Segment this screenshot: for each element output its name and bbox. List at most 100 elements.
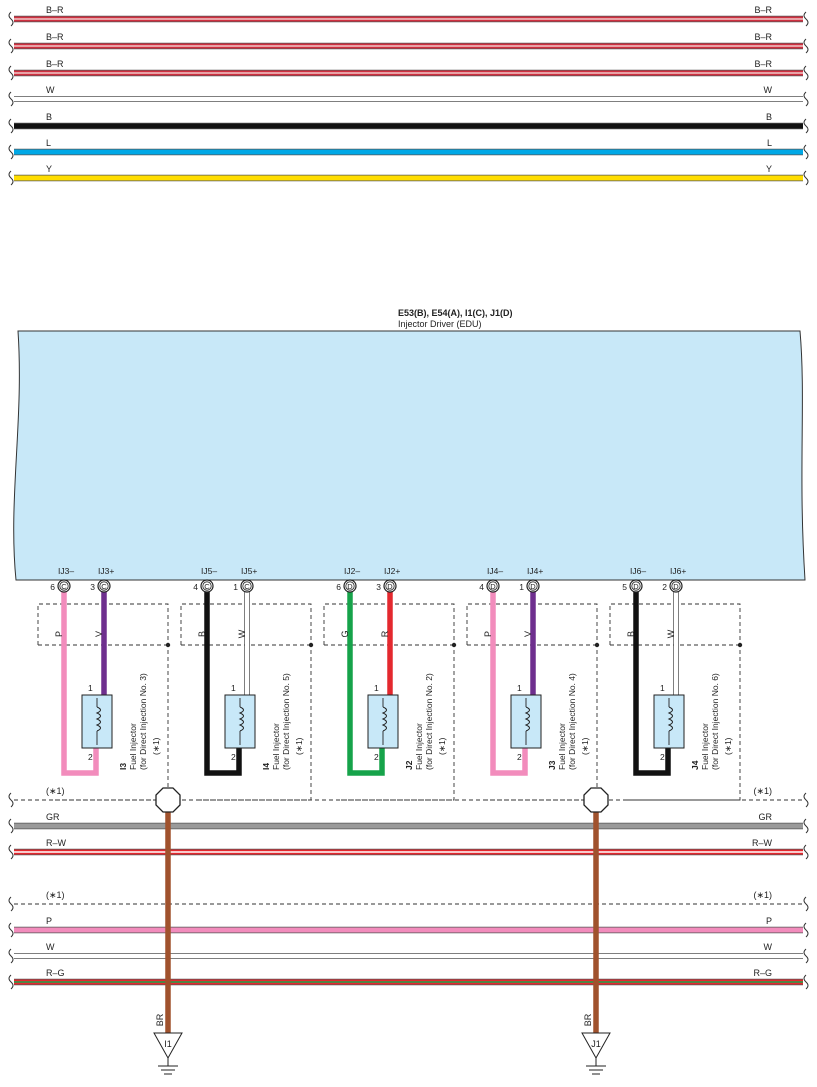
- terminal-label: IJ3+: [98, 566, 114, 576]
- shield-box: [466, 603, 598, 801]
- connector-pin-number: 4: [479, 582, 484, 592]
- wire-color-label: V: [523, 631, 533, 637]
- neg-wire: [490, 588, 528, 776]
- injector-desc: (for Direct Injection No. 6): [710, 673, 720, 770]
- top-wire-0-label-right: B–R: [754, 5, 772, 15]
- connector-inner: [385, 581, 395, 591]
- mid-wire-1-label-left: GR: [46, 812, 60, 822]
- injector-note: (∗1): [151, 737, 161, 755]
- injector-desc: (for Direct Injection No. 3): [138, 673, 148, 770]
- ecu-body: [13, 330, 806, 581]
- wire-break-mark: [8, 38, 14, 54]
- connector-pin-number: 3: [376, 582, 381, 592]
- top-wire-3-label-left: W: [46, 85, 55, 95]
- top-wire-4-label-right: B: [766, 112, 772, 122]
- shield-box: [180, 603, 312, 801]
- coil-pin-top: 1: [88, 683, 93, 693]
- connector-pin-number: 1: [519, 582, 524, 592]
- connector-letter: D: [530, 582, 536, 591]
- coil-pin-bottom: 2: [374, 752, 379, 762]
- neg-wire: [204, 588, 242, 776]
- wire-break-mark: [8, 91, 14, 107]
- wire-break-mark: [803, 11, 809, 27]
- connector-inner: [242, 581, 252, 591]
- terminal-label: IJ2–: [344, 566, 360, 576]
- wire-break-mark: [8, 170, 14, 186]
- ecu-title: E53(B), E54(A), I1(C), J1(D): [398, 308, 513, 318]
- top-wire-6-label-right: Y: [766, 164, 772, 174]
- connector-inner: [202, 581, 212, 591]
- connector-inner: [631, 581, 641, 591]
- connector-inner: [345, 581, 355, 591]
- injector-id: J2: [404, 760, 414, 770]
- ground-id: J1: [591, 1039, 601, 1049]
- connector-letter: D: [347, 582, 353, 591]
- injector-note: (∗1): [723, 737, 733, 755]
- wire-break-mark: [803, 974, 809, 990]
- injector-desc: (for Direct Injection No. 5): [281, 673, 291, 770]
- top-wire-0-label-left: B–R: [46, 5, 64, 15]
- wire-break-mark: [803, 65, 809, 81]
- wire-color-label: B: [626, 631, 636, 637]
- injector-id: J4: [690, 760, 700, 770]
- injector-note: (∗1): [437, 737, 447, 755]
- connector-letter: C: [204, 582, 210, 591]
- coil-icon: [95, 706, 101, 732]
- wire-break-mark: [8, 948, 14, 964]
- injector-desc: (for Direct Injection No. 2): [424, 673, 434, 770]
- connector-pin-number: 2: [662, 582, 667, 592]
- top-wire-1-label-right: B–R: [754, 32, 772, 42]
- terminal-label: IJ2+: [384, 566, 400, 576]
- mid-wire-2-label-left: R–W: [46, 838, 67, 848]
- connector-letter: D: [387, 582, 393, 591]
- wire-break-mark: [8, 118, 14, 134]
- wire-break-mark: [8, 144, 14, 160]
- wire-color-label: G: [340, 630, 350, 637]
- connector-pin-number: 1: [233, 582, 238, 592]
- top-wire-2-label-left: B–R: [46, 59, 64, 69]
- wire-break-mark: [803, 118, 809, 134]
- ground-triangle: [581, 1032, 611, 1060]
- connector-pin-number: 4: [193, 582, 198, 592]
- coil-pin-top: 1: [374, 683, 379, 693]
- wire-color-label: R: [380, 630, 390, 637]
- wire-break-mark: [8, 11, 14, 27]
- coil-pin-bottom: 2: [231, 752, 236, 762]
- wire-break-mark: [803, 144, 809, 160]
- injector-name: Fuel Injector: [128, 723, 138, 770]
- wire-color-label: P: [483, 631, 493, 637]
- ground-id: I1: [164, 1039, 172, 1049]
- connector-inner: [59, 581, 69, 591]
- wire-break-mark: [803, 844, 809, 860]
- terminal-label: IJ5–: [201, 566, 217, 576]
- wire-break-mark: [8, 922, 14, 938]
- wire-break-mark: [803, 91, 809, 107]
- injector-desc: (for Direct Injection No. 4): [567, 673, 577, 770]
- injector-name: Fuel Injector: [414, 723, 424, 770]
- coil-pin-top: 1: [660, 683, 665, 693]
- low-wire-0-label-right: (∗1): [753, 890, 772, 900]
- terminal-label: IJ4–: [487, 566, 503, 576]
- injector-name: Fuel Injector: [271, 723, 281, 770]
- top-wire-4-label-left: B: [46, 112, 52, 122]
- coil-pin-bottom: 2: [88, 752, 93, 762]
- connector-pin-number: 5: [622, 582, 627, 592]
- coil-icon: [524, 706, 530, 732]
- wire-break-mark: [803, 170, 809, 186]
- connector-letter: C: [244, 582, 250, 591]
- wire-break-mark: [803, 818, 809, 834]
- wire-break-mark: [803, 948, 809, 964]
- connector-inner: [99, 581, 109, 591]
- ground-wire-label: BR: [155, 1013, 165, 1026]
- shield-box: [323, 603, 455, 801]
- connector-pin-number: 6: [336, 582, 341, 592]
- coil-pin-top: 1: [231, 683, 236, 693]
